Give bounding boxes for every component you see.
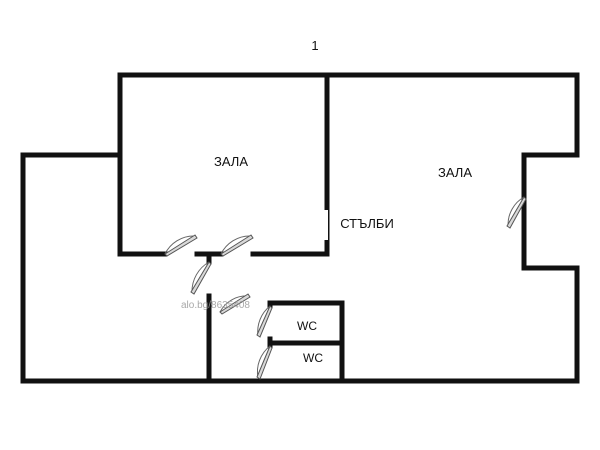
stairs-opening (322, 210, 328, 240)
door-left-hall-2 (220, 234, 254, 257)
door-wc-top (256, 305, 273, 338)
room-label-hall-right: ЗАЛА (438, 165, 472, 180)
door-wc-corridor (219, 293, 251, 315)
door-left-hall-1 (164, 234, 198, 257)
door-wc-bottom (256, 345, 273, 380)
room-label-wc-top: WC (297, 319, 317, 333)
room-label-wc-bottom: WC (303, 351, 323, 365)
door-right-hall (506, 196, 527, 229)
door-corridor (190, 261, 212, 295)
floor-number: 1 (311, 38, 318, 53)
room-label-hall-left: ЗАЛА (214, 154, 248, 169)
outer-wall (20, 72, 580, 384)
watermark: alo.bg/8635408 (181, 300, 250, 311)
room-label-stairs: СТЪЛБИ (340, 216, 394, 231)
